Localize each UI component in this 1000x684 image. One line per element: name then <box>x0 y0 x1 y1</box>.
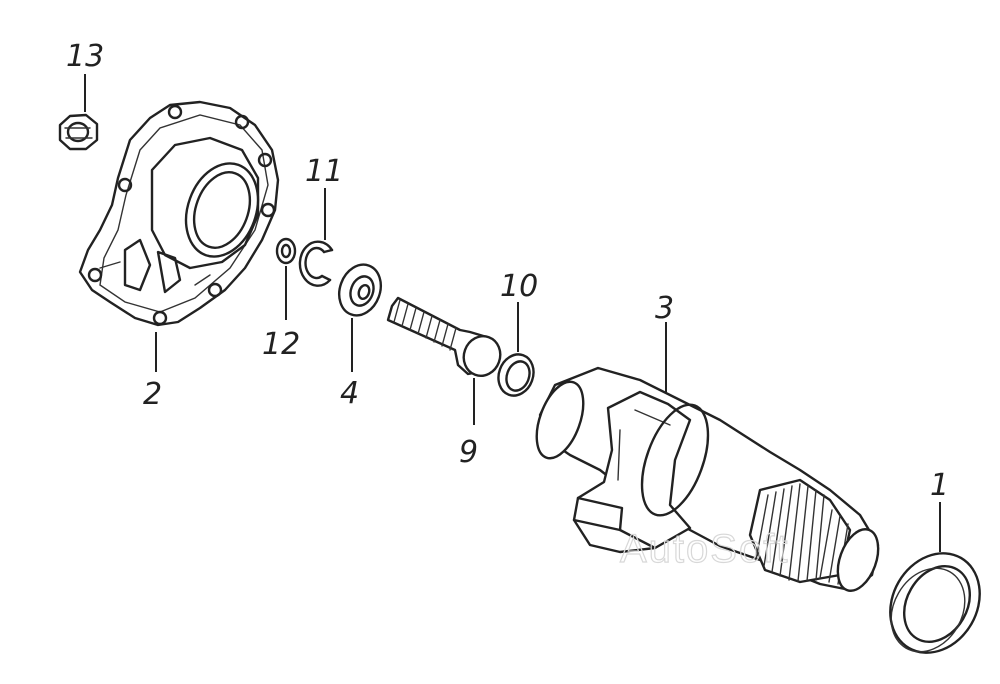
part-3-axle-shaft <box>535 366 880 592</box>
callout-3: 3 <box>655 291 674 326</box>
callout-11: 11 <box>305 154 343 189</box>
part-1-seal-ring <box>889 552 981 654</box>
leader-lines <box>84 74 941 552</box>
callout-2: 2 <box>143 377 162 412</box>
callout-1: 1 <box>930 468 949 503</box>
callout-labels: 13 2 11 12 4 9 10 3 1 <box>66 39 949 503</box>
callout-4: 4 <box>340 376 359 411</box>
callout-13: 13 <box>66 39 104 74</box>
callout-12: 12 <box>262 327 300 362</box>
callout-10: 10 <box>500 269 538 304</box>
part-4-washer <box>338 263 382 317</box>
part-2-flange-housing <box>78 100 280 327</box>
watermark-text: AutoSoft <box>620 527 789 571</box>
callout-9: 9 <box>459 435 478 470</box>
part-11-circlip <box>298 240 334 287</box>
part-13-nut <box>58 113 99 151</box>
part-10-oring <box>497 353 535 397</box>
part-9-threaded-pin <box>386 296 502 377</box>
part-12-ring <box>275 237 297 265</box>
